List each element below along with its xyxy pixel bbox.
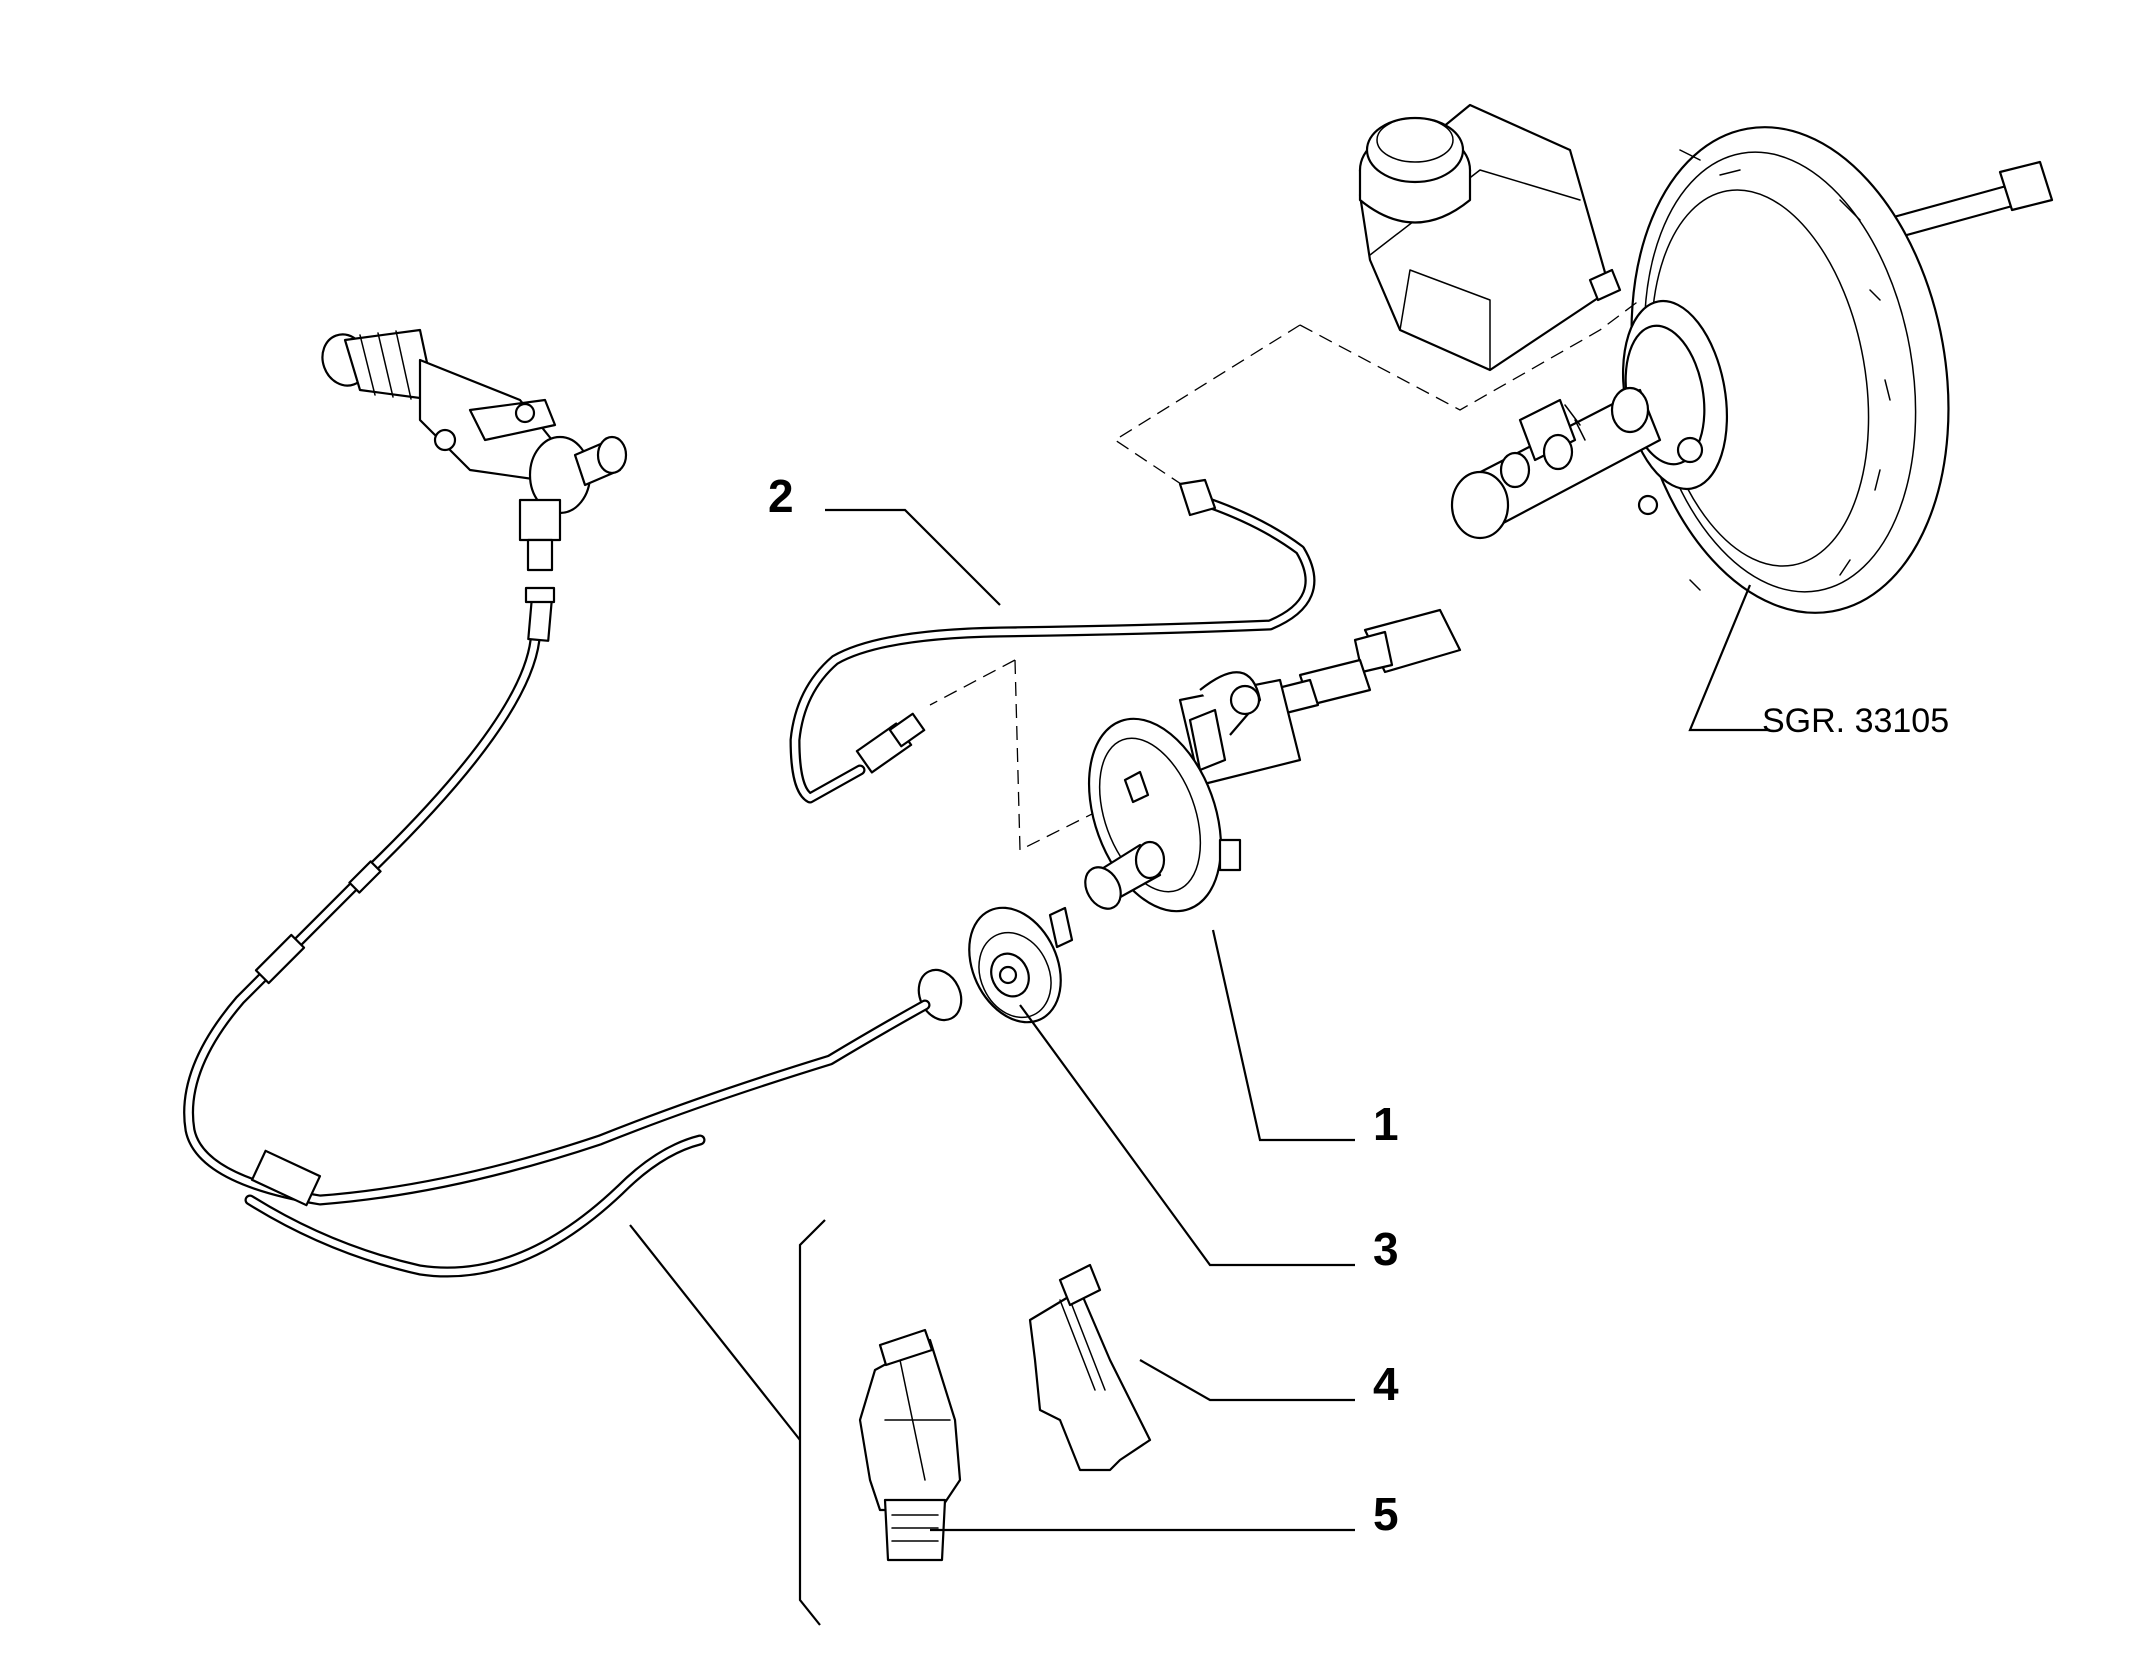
- callout-2: 2: [768, 470, 794, 522]
- hose-clip-5: [858, 1328, 962, 1562]
- reference-label: SGR. 33105: [1762, 702, 1949, 740]
- hydraulic-hose-2: [789, 478, 1316, 804]
- callout-5: 5: [1373, 1488, 1399, 1540]
- clutch-hose: [183, 586, 931, 1278]
- callout-labels: 2 1 3 4 5 SGR. 33105: [768, 470, 1949, 1540]
- callout-4: 4: [1373, 1358, 1399, 1410]
- leader-lines: [825, 508, 1770, 1532]
- clutch-master-cylinder: [1084, 608, 1462, 913]
- seal-grommet: [917, 906, 1074, 1024]
- clip-bracket: [629, 1219, 826, 1626]
- callout-3: 3: [1373, 1223, 1399, 1275]
- brake-booster-assembly: [1358, 103, 2054, 614]
- hose-clip-4: [1028, 1263, 1152, 1472]
- clutch-slave-cylinder: [321, 328, 628, 572]
- callout-1: 1: [1373, 1098, 1399, 1150]
- dashed-alignment-lines: [929, 299, 1641, 852]
